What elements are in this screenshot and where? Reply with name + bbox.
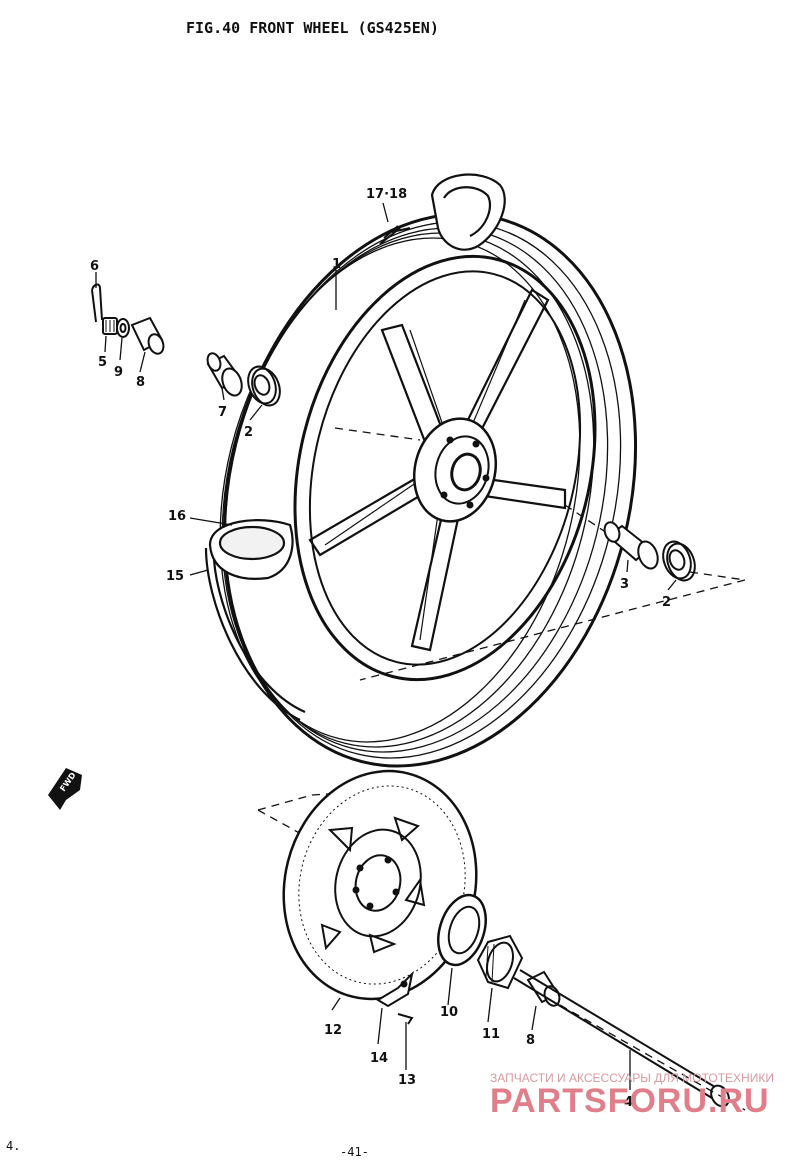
callout-disc-bolt: 13 [398, 1073, 416, 1088]
callout-collar-bottom: 8 [526, 1033, 535, 1048]
lock-washer-part-14 [376, 970, 414, 1008]
callout-tube: 15 [166, 569, 184, 584]
figure-title: FIG.40 FRONT WHEEL (GS425EN) [186, 19, 439, 37]
callout-gear-box: 11 [482, 1027, 500, 1042]
wheel-spokes [308, 288, 567, 652]
valve-stem [379, 225, 411, 245]
forward-direction-arrow: FWD [48, 768, 82, 810]
callout-cotter-pin: 6 [90, 259, 99, 274]
oil-seal-part-10 [437, 893, 487, 967]
axle-centerline-left [334, 427, 421, 441]
callout-washer: 9 [114, 365, 123, 380]
leader-lines [95, 202, 677, 1090]
gear-box-part-11 [476, 934, 524, 990]
disc-projection-line [257, 789, 391, 851]
collar-part-8-top [130, 316, 165, 355]
callout-collar-top: 8 [136, 375, 145, 390]
callout-tire: 1 [332, 257, 341, 272]
axle-projection-line [359, 579, 746, 681]
callout-valve: 17·18 [366, 187, 407, 202]
callout-oil-seal: 10 [440, 1005, 458, 1020]
bearing-part-2-left [247, 365, 281, 407]
callout-spacer-left: 7 [218, 405, 227, 420]
axle-projection-end [689, 571, 746, 581]
wheel-hub [412, 417, 498, 523]
callout-nut: 5 [98, 355, 107, 370]
callout-spacer-right: 3 [620, 577, 629, 592]
tire-cutaway-top [430, 173, 506, 251]
bearing-part-2-right [662, 540, 696, 582]
page-number: -41- [340, 1145, 369, 1159]
axle-centerline-right [564, 504, 611, 536]
watermark-tagline: ЗАПЧАСТИ И АКСЕССУАРЫ ДЛЯ МОТОТЕХНИКИ [490, 1071, 774, 1085]
watermark-brand: PARTSFORU.RU [490, 1082, 770, 1120]
spacer-part-3 [603, 521, 659, 570]
callout-bearing-left: 2 [244, 425, 253, 440]
nut-part-5 [102, 317, 118, 335]
callout-axle: 4 [624, 1095, 633, 1110]
axle-part-4 [513, 969, 746, 1111]
brake-disc-part-12 [282, 769, 478, 1001]
callout-rim-band: 16 [168, 509, 186, 524]
washer-part-9 [116, 318, 130, 338]
corner-mark: 4. [6, 1139, 20, 1153]
callout-brake-disc: 12 [324, 1023, 342, 1038]
disc-bolt-part-13 [397, 1013, 414, 1025]
callout-lock-washer: 14 [370, 1051, 388, 1066]
cotter-pin-part-6 [91, 283, 103, 323]
tire-cutaway-bottom [204, 519, 306, 721]
front-wheel-assembly [204, 173, 638, 768]
spacer-part-7 [206, 352, 243, 397]
callout-bearing-right: 2 [662, 595, 671, 610]
